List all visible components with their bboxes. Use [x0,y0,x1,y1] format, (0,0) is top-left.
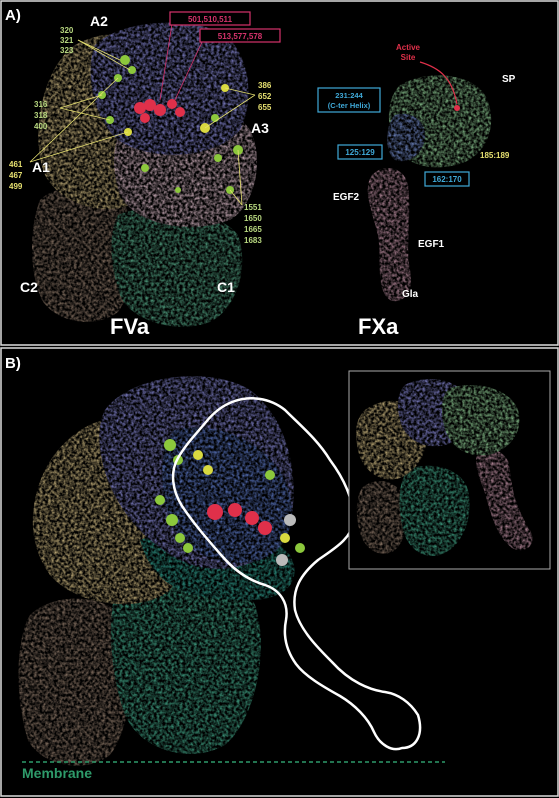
fxa-box-162: 162:170 [424,171,470,187]
inset-c1 [399,465,470,556]
svg-text:162:170: 162:170 [432,175,462,184]
c1-label: C1 [217,279,235,295]
svg-text:513,577,578: 513,577,578 [218,32,263,41]
fxa-residues-185: 185:189 [480,151,510,160]
sp-label: SP [502,74,516,85]
a2-domain [90,22,249,155]
svg-text:1551: 1551 [244,203,262,212]
active-site-label-1: Active [396,43,421,52]
panel-a-label: A) [5,7,21,24]
panel-b-frame [0,347,559,797]
svg-text:655: 655 [258,103,272,112]
svg-text:501,510,511: 501,510,511 [188,15,233,24]
sp-helix [387,113,425,162]
egf1-label: EGF1 [418,239,445,250]
active-site-marker [454,105,460,111]
svg-text:1650: 1650 [244,214,262,223]
svg-text:499: 499 [9,182,23,191]
residues-386: 386 652 655 [258,81,272,112]
residues-320: 320 321 323 [60,26,74,55]
inset-panel [348,370,551,570]
egf-gla-domains [367,167,411,302]
svg-text:386: 386 [258,81,272,90]
fxa-box-125: 125:129 [337,144,383,160]
c2-domain-b [18,598,133,766]
a3-label: A3 [251,120,269,136]
fva-leader-lines [29,39,256,206]
panel-b-label: B) [5,355,21,372]
svg-text:461: 461 [9,160,23,169]
inset-egf [476,448,533,551]
svg-text:652: 652 [258,92,272,101]
complex-structure [18,376,295,766]
c1-domain [111,207,243,327]
svg-text:400: 400 [34,122,48,131]
inset-c2 [356,481,407,554]
residues-461: 461 467 499 [9,160,23,191]
svg-text:125:129: 125:129 [345,148,375,157]
svg-text:231:244: 231:244 [335,91,363,100]
active-site-label-2: Site [401,53,416,62]
c2-label: C2 [20,279,38,295]
svg-text:323: 323 [60,46,74,55]
svg-text:(C-ter Helix): (C-ter Helix) [328,101,371,110]
fxa-box-231: 231:244 (C-ter Helix) [317,87,381,113]
active-site-arrow [419,61,458,105]
svg-text:318: 318 [34,111,48,120]
complex-highlights [155,439,305,566]
a2-label: A2 [90,13,108,29]
fxa-structure [367,75,492,302]
svg-text:321: 321 [60,36,74,45]
c2-domain [32,187,134,322]
membrane-label: Membrane [22,765,92,781]
fva-box-leaders [159,23,203,101]
gla-label: Gla [402,289,419,300]
svg-text:1665: 1665 [244,225,262,234]
svg-text:467: 467 [9,171,23,180]
inset-sp [442,384,520,456]
residue-box-501: 501,510,511 [169,11,251,26]
residue-box-513: 513,577,578 [199,28,281,43]
svg-text:1683: 1683 [244,236,262,245]
fva-structure [32,22,258,327]
svg-text:320: 320 [60,26,74,35]
panel-a-frame [0,0,559,346]
residues-316: 316 318 400 [34,100,48,131]
egf2-label: EGF2 [333,192,360,203]
c1-domain-b [110,569,261,754]
fxa-title: FXa [358,314,399,339]
a1-label: A1 [32,159,50,175]
fva-title: FVa [110,314,150,339]
svg-text:316: 316 [34,100,48,109]
residues-1551: 1551 1650 1665 1683 [244,203,262,245]
